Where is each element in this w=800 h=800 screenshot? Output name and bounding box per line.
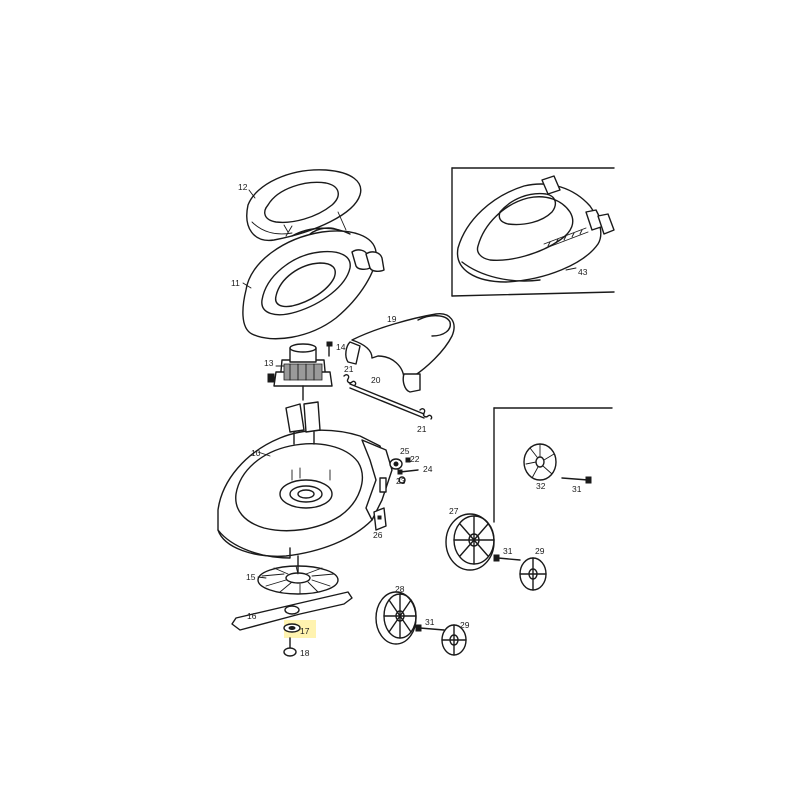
label-27: 27 (449, 506, 459, 516)
part-22-nut (405, 457, 411, 463)
label-13: 13 (264, 358, 274, 368)
label-21-lower: 21 (417, 424, 427, 434)
part-20-axle (349, 383, 425, 419)
label-12: 12 (238, 182, 248, 192)
inset-frame (451, 167, 615, 297)
inset-bracket-lines (493, 407, 613, 523)
part-31-screw-c (561, 476, 592, 484)
leader-11 (242, 282, 252, 289)
part-24-bolt (397, 469, 419, 475)
leader-12 (248, 189, 256, 199)
part-27-wheel (445, 513, 495, 571)
label-15: 15 (246, 572, 256, 582)
label-18: 18 (300, 648, 310, 658)
part-23-washer (398, 476, 406, 484)
part-31-screw-b (415, 624, 445, 632)
label-24: 24 (423, 464, 433, 474)
label-22: 22 (410, 454, 420, 464)
label-16: 16 (247, 611, 257, 621)
part-12-cover (246, 169, 362, 242)
part-21-spring-upper (343, 374, 357, 386)
part-17-washer (283, 623, 301, 633)
label-10: 10 (251, 448, 261, 458)
label-29-a: 29 (535, 546, 545, 556)
part-28-wheel (375, 591, 417, 645)
part-21-spring-lower (419, 408, 433, 420)
label-28: 28 (395, 584, 405, 594)
part-16-blade (231, 591, 353, 631)
part-32-hub (523, 443, 557, 481)
part-26-plate (373, 507, 387, 531)
part-13-motor (267, 343, 333, 401)
label-26: 26 (373, 530, 383, 540)
part-labels: 12 11 14 13 19 20 21 21 10 25 22 24 23 2… (231, 182, 588, 658)
part-10-deck (217, 401, 393, 559)
label-21-upper: 21 (344, 364, 354, 374)
part-31-screw-a (493, 554, 521, 562)
label-43: 43 (578, 267, 588, 277)
label-31-c: 31 (572, 484, 582, 494)
part-29-hubcap-a (519, 557, 547, 591)
part-43-housing-variant (456, 175, 615, 283)
label-23: 23 (396, 476, 406, 486)
part-11-housing (242, 227, 385, 340)
part-18-bolt (283, 637, 297, 657)
label-19: 19 (387, 314, 397, 324)
part-14-screw (326, 341, 333, 357)
part-19-bracket (345, 313, 455, 393)
label-17: 17 (300, 626, 310, 636)
leader-12-11 (285, 225, 293, 237)
label-32: 32 (536, 481, 546, 491)
part-29-hubcap-b (441, 624, 467, 656)
part-15-fan (257, 555, 339, 595)
label-31-b: 31 (425, 617, 435, 627)
label-29-b: 29 (460, 620, 470, 630)
label-14: 14 (336, 342, 346, 352)
label-11: 11 (231, 278, 240, 288)
part-25-bushing (389, 458, 403, 470)
label-31-a: 31 (503, 546, 513, 556)
label-20: 20 (371, 375, 381, 385)
label-25: 25 (400, 446, 410, 456)
